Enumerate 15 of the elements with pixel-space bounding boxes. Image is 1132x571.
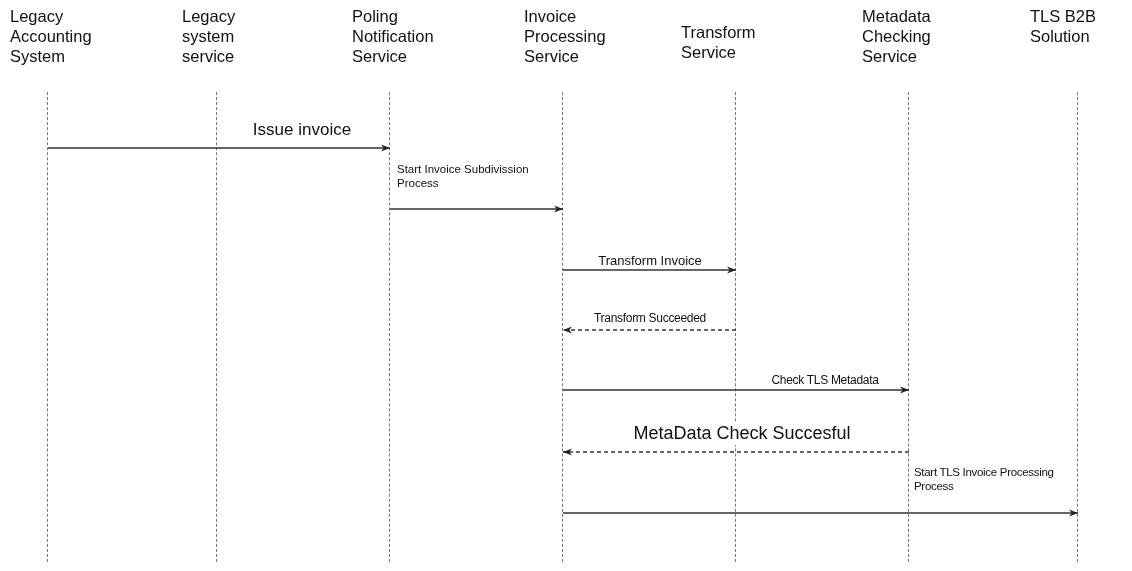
return-arrow (562, 326, 737, 334)
message-arrow (562, 266, 737, 274)
participant-name: Transform Service (681, 22, 757, 62)
participant-name: Metadata Checking Service (862, 6, 932, 66)
participant-name: Poling Notification Service (352, 6, 435, 66)
participant-name: Legacy system service (182, 6, 237, 66)
participant-name: Legacy Accounting System (10, 6, 93, 66)
message-arrow (562, 386, 910, 394)
return-arrow (562, 448, 910, 456)
participant-name: Invoice Processing Service (524, 6, 607, 66)
participant-name: TLS B2B Solution (1030, 6, 1098, 46)
edge-label: MetaData Check Succesful (633, 423, 851, 445)
message-arrow (562, 509, 1079, 517)
message-arrow (389, 205, 564, 213)
message-arrow (47, 144, 391, 152)
